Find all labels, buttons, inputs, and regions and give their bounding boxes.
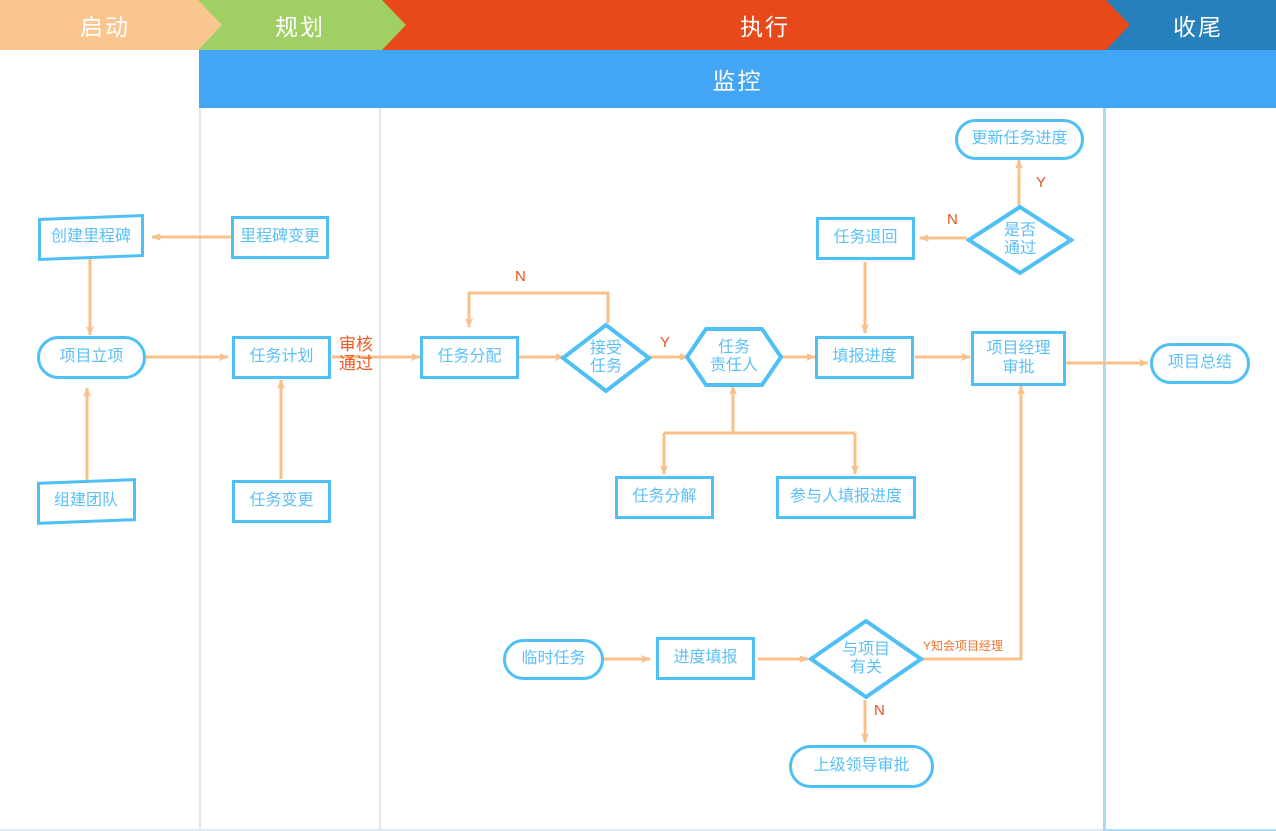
phase-header-background: [0, 0, 1276, 50]
node-label: 参与人填报进度: [789, 488, 902, 506]
monitoring-band: 监控: [199, 50, 1276, 108]
phase-shape-initiation: [0, 0, 236, 50]
node-label: 创建里程碑: [50, 228, 131, 246]
wire-accept-no-loop: [465, 291, 610, 328]
node-temp-task[interactable]: 临时任务: [503, 639, 604, 680]
node-label: 更新任务进度: [971, 130, 1068, 148]
diamond-shape: [966, 204, 1074, 276]
node-label: 任务 责任人: [709, 338, 758, 374]
node-project-initiation[interactable]: 项目立项: [37, 336, 146, 379]
lane-divider-2: [379, 108, 381, 831]
phase-shape-execution: [382, 0, 1146, 50]
edge-label-related-no: N: [874, 702, 885, 719]
diamond-shape: [808, 618, 924, 700]
phase-label-execution: 执行: [740, 14, 790, 40]
phase-shape-closing: [1106, 0, 1276, 50]
node-label: 任务计划: [249, 348, 314, 366]
edge-label-review-passed: 审核 通过: [339, 335, 373, 373]
lane-bottom-border-closing: [1103, 829, 1276, 831]
node-task-change[interactable]: 任务变更: [232, 480, 331, 523]
node-label: 是否 通过: [1003, 221, 1036, 257]
node-label: 任务分解: [632, 488, 697, 506]
node-milestone-change[interactable]: 里程碑变更: [231, 216, 329, 259]
node-pm-approval[interactable]: 项目经理 审批: [971, 331, 1066, 386]
node-label: 临时任务: [521, 650, 586, 668]
node-related-to-project[interactable]: 与项目 有关: [808, 618, 924, 700]
edge-label-accept-no: N: [515, 268, 526, 285]
node-label: 与项目 有关: [841, 640, 890, 676]
edge-label-approve-yes: Y: [1036, 174, 1047, 191]
node-label: 里程碑变更: [239, 228, 320, 246]
node-label: 项目经理 审批: [986, 339, 1051, 376]
phase-label-closing: 收尾: [1173, 14, 1223, 40]
diamond-shape: [560, 322, 652, 394]
node-label: 项目立项: [59, 348, 124, 366]
node-task-assign[interactable]: 任务分配: [420, 336, 519, 379]
monitoring-label: 监控: [712, 68, 763, 94]
edge-label-accept-yes: Y: [660, 334, 671, 351]
node-label: 接受 任务: [589, 339, 622, 375]
node-fill-progress[interactable]: 填报进度: [815, 336, 914, 379]
node-accept-task[interactable]: 接受 任务: [560, 322, 652, 394]
edge-label-approve-no: N: [947, 211, 958, 228]
node-form-team[interactable]: 组建团队: [37, 478, 136, 525]
node-create-milestone[interactable]: 创建里程碑: [38, 213, 144, 262]
lane-divider-3: [1103, 108, 1106, 831]
wire-related-yes-to-pm: [921, 385, 1025, 661]
edge-label-related-yes: Y知会项目经理: [923, 639, 1004, 653]
node-label: 进度填报: [673, 649, 738, 667]
node-label: 任务变更: [249, 492, 314, 510]
node-label: 组建团队: [54, 492, 119, 510]
lane-bottom-border: [0, 829, 1103, 831]
phase-shape-planning: [198, 0, 424, 50]
lane-divider-1: [199, 108, 201, 831]
node-label: 项目总结: [1167, 354, 1232, 372]
node-progress-report[interactable]: 进度填报: [656, 637, 755, 680]
node-label: 任务分配: [437, 348, 502, 366]
node-project-summary[interactable]: 项目总结: [1150, 343, 1250, 384]
node-task-breakdown[interactable]: 任务分解: [615, 476, 714, 519]
node-label: 任务退回: [833, 229, 898, 247]
phase-label-initiation: 启动: [80, 14, 130, 40]
node-task-return[interactable]: 任务退回: [816, 217, 915, 260]
node-leader-approval[interactable]: 上级领导审批: [789, 745, 934, 788]
node-update-task-progress[interactable]: 更新任务进度: [955, 119, 1084, 160]
node-task-owner[interactable]: 任务 责任人: [684, 326, 784, 388]
node-participant-progress[interactable]: 参与人填报进度: [776, 476, 916, 519]
node-label: 填报进度: [832, 348, 897, 366]
node-task-plan[interactable]: 任务计划: [232, 336, 331, 379]
phase-label-planning: 规划: [275, 14, 325, 40]
node-is-approved[interactable]: 是否 通过: [966, 204, 1074, 276]
node-label: 上级领导审批: [813, 757, 910, 775]
